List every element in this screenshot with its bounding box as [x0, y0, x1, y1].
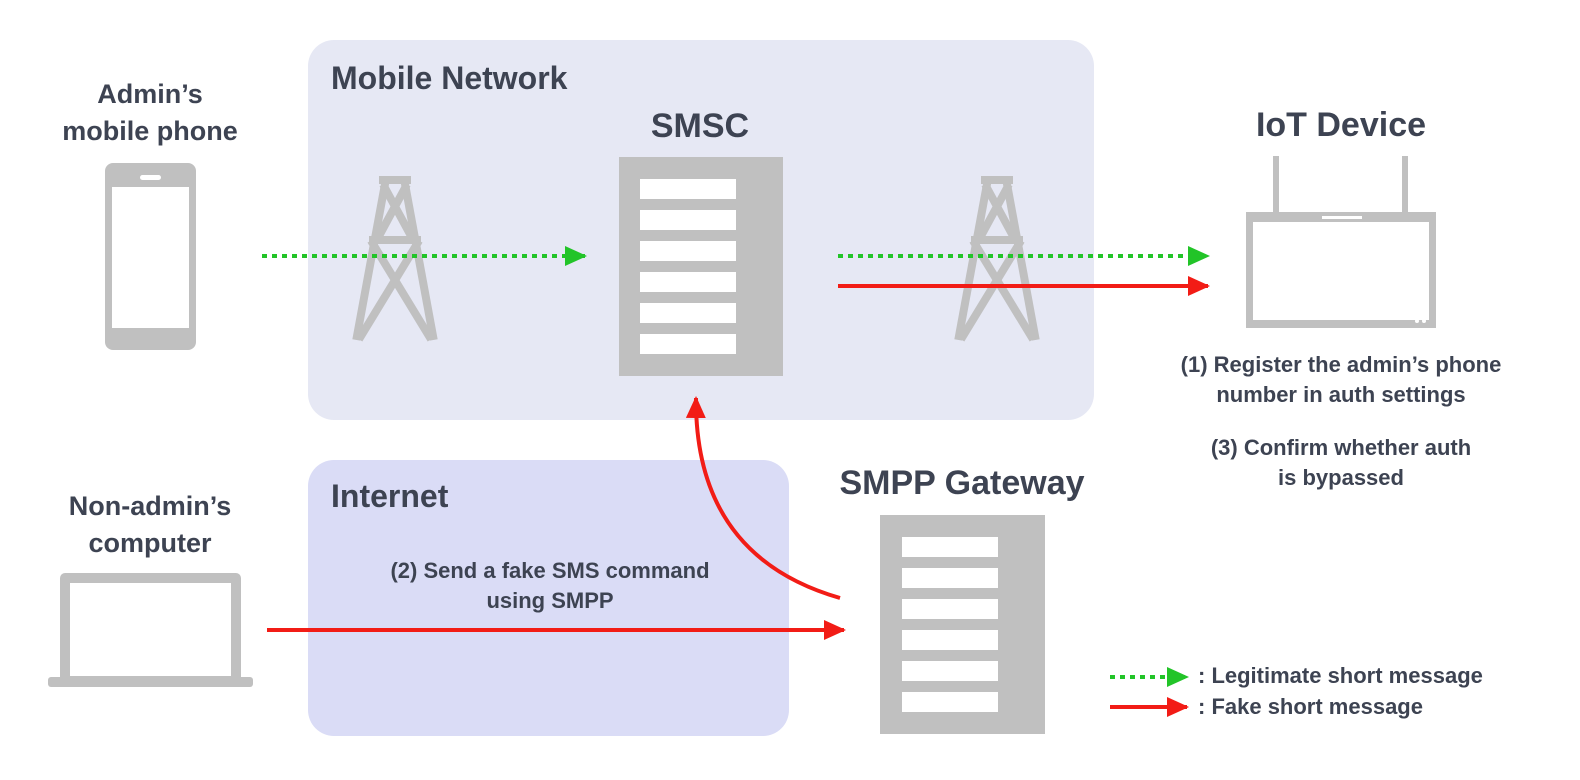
- smpp-gateway-label: SMPP Gateway: [839, 464, 1085, 502]
- step3-label: (3) Confirm whether auth is bypassed: [1210, 435, 1472, 490]
- smsc-label: SMSC: [650, 107, 750, 145]
- mobile-network-title: Mobile Network: [331, 60, 568, 96]
- server-icon: [619, 157, 783, 376]
- legend-fake-label: : Fake short message: [1198, 694, 1423, 719]
- laptop-icon: [48, 573, 253, 687]
- cell-tower-icon: [352, 176, 438, 342]
- smartphone-icon: [105, 163, 196, 350]
- router-icon: [1246, 156, 1436, 328]
- legend-legitimate-label: : Legitimate short message: [1198, 663, 1483, 688]
- fake-arrow-gateway-to-smsc: [685, 396, 841, 600]
- step1-label: (1) Register the admin’s phone number in…: [1180, 352, 1502, 407]
- internet-region: [308, 460, 789, 736]
- admin-phone-label: Admin’s mobile phone: [62, 79, 238, 146]
- cell-tower-icon: [954, 176, 1040, 342]
- step2-label: (2) Send a fake SMS command using SMPP: [390, 558, 710, 613]
- iot-device-label: IoT Device: [1255, 106, 1427, 144]
- internet-title: Internet: [331, 478, 449, 514]
- non-admin-computer-label: Non-admin’s computer: [68, 491, 232, 558]
- server-icon: [880, 515, 1045, 734]
